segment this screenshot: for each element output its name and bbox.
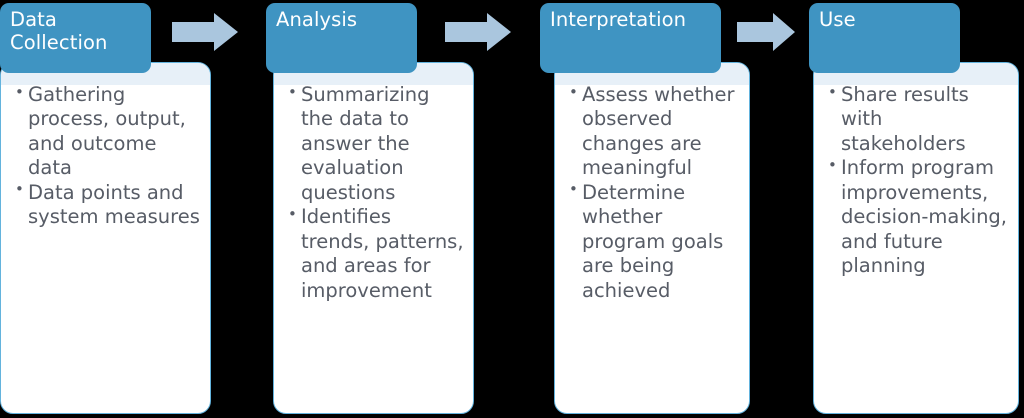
stage-body-analysis[interactable]: Summarizing the data to answer the evalu… [273, 62, 474, 414]
bullet-list-interpretation: Assess whether observed changes are mean… [555, 63, 749, 303]
list-item: Assess whether observed changes are mean… [568, 83, 741, 181]
stage-header-label: Use [819, 8, 856, 31]
list-item: Summarizing the data to answer the evalu… [287, 82, 465, 205]
list-item: Identifies trends, patterns, and areas f… [287, 205, 465, 303]
list-item: Share results with stakeholders [827, 82, 1012, 156]
stage-data-collection: Data Collection Gathering process, outpu… [0, 0, 215, 418]
list-item: Determine whether program goals are bein… [568, 180, 741, 303]
stage-body-use[interactable]: Share results with stakeholders Inform p… [813, 62, 1019, 414]
stage-body-interpretation[interactable]: Assess whether observed changes are mean… [554, 62, 750, 414]
stage-use: Use Share results with stakeholders Info… [809, 0, 1024, 418]
arrow-right-icon-1 [172, 13, 238, 51]
stage-body-data-collection[interactable]: Gathering process, output, and outcome d… [0, 62, 211, 414]
arrow-right-icon-3 [737, 13, 795, 51]
stage-interpretation: Interpretation Assess whether observed c… [540, 0, 755, 418]
bullet-list-data-collection: Gathering process, output, and outcome d… [1, 63, 210, 230]
stage-header-analysis[interactable]: Analysis [266, 3, 417, 73]
stage-header-use[interactable]: Use [809, 3, 960, 73]
stage-header-label: Analysis [276, 8, 358, 31]
stage-header-interpretation[interactable]: Interpretation [540, 3, 721, 73]
stage-analysis: Analysis Summarizing the data to answer … [266, 0, 476, 418]
stage-header-label: Data Collection [10, 8, 108, 54]
stage-header-data-collection[interactable]: Data Collection [0, 3, 151, 73]
list-item: Data points and system measures [14, 180, 200, 230]
stage-header-label: Interpretation [550, 8, 687, 31]
bullet-list-analysis: Summarizing the data to answer the evalu… [274, 63, 473, 303]
arrow-right-icon-2 [445, 13, 511, 51]
bullet-list-use: Share results with stakeholders Inform p… [814, 63, 1018, 279]
list-item: Gathering process, output, and outcome d… [14, 83, 200, 181]
list-item: Inform program improvements, decision-ma… [827, 156, 1012, 278]
